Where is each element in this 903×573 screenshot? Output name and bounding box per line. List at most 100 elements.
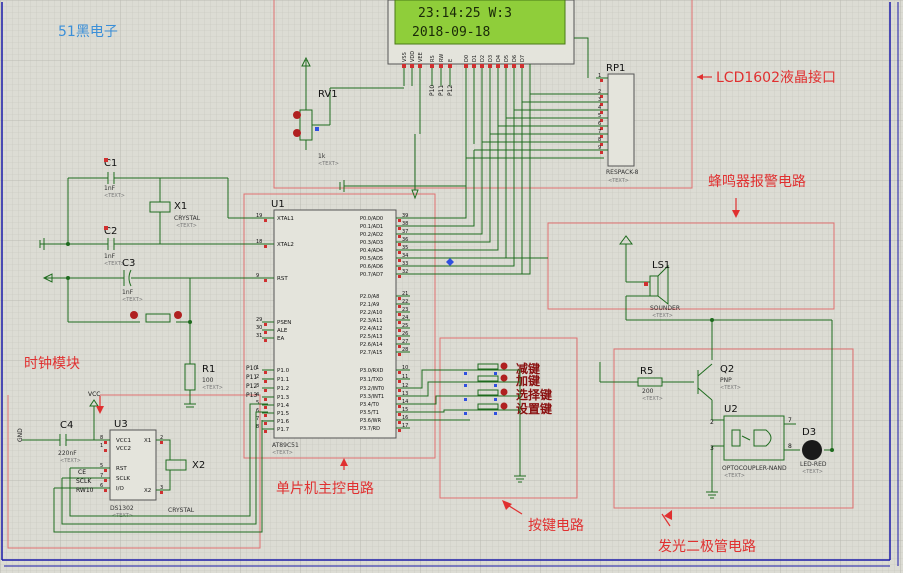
u1-pin-name-30: ALE [277,328,288,334]
led-circuit [599,362,832,499]
key-marker-r-1 [494,384,497,387]
u1-pin-num-14: 14 [402,399,408,405]
x1-part: CRYSTAL [174,215,201,222]
lcd-pin-d7: D7 [520,55,526,62]
ls1-label: LS1 [652,260,670,271]
u1-left-marker-6 [264,414,267,417]
gnd-label: GND [17,428,24,442]
q2-part: PNP [720,377,732,384]
rp1-pin-num-7: 7 [598,129,601,135]
rp1-pin-num-2: 2 [598,89,601,95]
rp1-pin-marker-3 [600,103,603,106]
x2-part: CRYSTAL [168,507,195,514]
vcc-label: VCC [88,391,100,398]
u1-pin-name-11: P3.1/TXD [360,377,383,383]
key-switch-cap-1 [500,374,508,382]
u1-pin-num-28: 28 [402,347,408,353]
u1-pin-name-6: P1.5 [277,411,290,417]
u1-left-marker-8 [264,430,267,433]
u1-pin-num-26: 26 [402,331,408,337]
u1-left-marker-2 [264,380,267,383]
u1-pin-num-3: 3 [256,383,259,389]
lcd-interface-label: LCD1602液晶接口 [716,69,836,86]
rp1-text-tag: <TEXT> [608,178,629,184]
u1-left-marker-19 [264,219,267,222]
u1-right-marker-12 [398,389,401,392]
u1-right-marker-22 [398,305,401,308]
u2-part: OPTOCOUPLER-NAND [722,465,787,472]
lcd-net-p10: P10 [429,85,436,96]
u1-right-marker-25 [398,329,401,332]
u1-right-marker-16 [398,421,401,424]
u3-pin-name-3: X2 [144,488,151,494]
lcd-line-1: 23:14:25 W:3 [418,6,512,21]
mcu-circuit-label: 单片机主控电路 [276,481,374,497]
key-marker-l-1 [464,384,467,387]
u3-pin-num-8: 8 [100,435,103,441]
u1-right-marker-11 [398,380,401,383]
u1-pin-num-36: 36 [402,237,408,243]
u2-text-tag: <TEXT> [724,473,745,479]
u3-pin-num-5: 5 [100,463,103,469]
x1-label: X1 [174,201,187,212]
rv1-potentiometer: RV1 1k <TEXT> [293,56,404,167]
c1-text-tag: <TEXT> [104,193,125,199]
rp1-pin-num-3: 3 [598,97,601,103]
u1-right-marker-24 [398,321,401,324]
reset-circuit [42,269,268,408]
u2-pin-3: 3 [710,445,714,452]
net-sclk: SCLK [76,478,92,485]
u1-right-marker-23 [398,313,401,316]
u1-pin-name-27: P2.6/A14 [360,342,382,348]
key-switch-cap-3 [500,402,508,410]
rp1-pin-num-6: 6 [598,121,601,127]
u3-pin-num-2: 2 [160,435,163,441]
u1-left-marker-3 [264,389,267,392]
lcd-pin-vee: VEE [418,52,424,62]
r1-text-tag: <TEXT> [202,385,223,391]
u1-pin-num-39: 39 [402,213,408,219]
u1-right-marker-15 [398,413,401,416]
ls1-marker [644,282,648,286]
net-p11: P11 [246,374,257,381]
u1-pin-name-34: P0.5/AD5 [360,256,383,262]
lcd-pin-d6: D6 [512,55,518,62]
u1-left-marker-1 [264,371,267,374]
u3-left-marker-1 [104,449,107,452]
q2-label: Q2 [720,364,734,375]
key-switch-body-1 [477,375,499,382]
lcd-pin-d5: D5 [504,55,510,62]
u1-pin-name-28: P2.7/A15 [360,350,382,356]
lcd-screen [394,0,566,45]
u1-right-marker-33 [398,267,401,270]
u1-pin-name-32: P0.7/AD7 [360,272,383,278]
u3-right-marker-3 [160,491,163,494]
u1-right-marker-32 [398,275,401,278]
vcc-arrow [89,399,99,407]
u3-pin-num-1: 1 [100,443,103,449]
lcd-pin-rs: RS [430,55,436,62]
u1-right-marker-35 [398,251,401,254]
rp1-pin-marker-7 [600,135,603,138]
u1-right-marker-17 [398,429,401,432]
rp1-label: RP1 [606,63,625,74]
u1-pin-name-25: P2.4/A12 [360,326,382,332]
u1-pin-name-7: P1.6 [277,419,290,425]
junction-buzzer [710,318,714,322]
u3-left-marker-5 [104,469,107,472]
clock-wires [22,403,268,533]
u1-pin-num-38: 38 [402,221,408,227]
u1-pin-num-5: 5 [256,400,259,406]
u1-pin-name-5: P1.4 [277,403,290,409]
c1-label: C1 [104,158,117,169]
u1-pin-name-38: P0.1/AD1 [360,224,383,230]
u3-pin-name-8: VCC1 [116,438,131,444]
led-label-arrowhead [664,510,672,520]
u1-pin-num-19: 19 [256,213,262,219]
u3-left-marker-7 [104,479,107,482]
